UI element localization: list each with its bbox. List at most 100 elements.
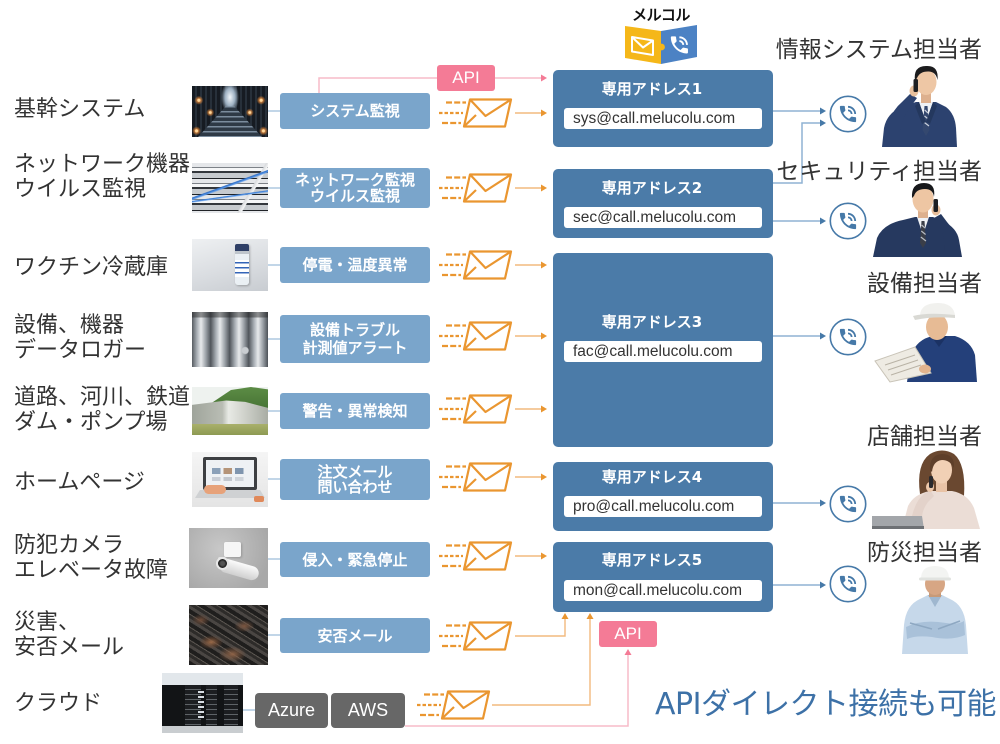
- arrowhead: [820, 499, 826, 507]
- envelope-speed-icon: [437, 247, 513, 281]
- category-label: 安否メール: [317, 626, 393, 645]
- logo-phone-glyph: [670, 36, 688, 54]
- logo-mail-panel: [625, 26, 661, 64]
- arrowhead: [541, 332, 547, 340]
- api-link: [405, 655, 629, 727]
- address-to-phone-links: [773, 107, 826, 589]
- businesswoman-on-phone-photo: [872, 450, 980, 529]
- source-label-security-camera: 防犯カメラ エレベータ故障: [14, 528, 194, 588]
- clipboard-lines: [884, 354, 922, 376]
- logo-envelope-body: [631, 36, 654, 56]
- api-badge-top: API: [437, 65, 495, 91]
- envelope-speed-icon: [437, 318, 513, 352]
- rack-lights: [197, 691, 205, 720]
- source-label-line: ウイルス監視: [14, 177, 147, 202]
- api-direct-connection-note: APIダイレクト接続も可能: [655, 687, 996, 722]
- source-label-line: データロガー: [14, 338, 147, 363]
- api-link: [318, 77, 437, 93]
- source-label-disaster: 災害、 安否メール: [14, 605, 194, 665]
- envelope-speed-icon: [437, 95, 513, 129]
- mail-phone-logo-icon: [625, 25, 697, 64]
- arrowhead: [820, 217, 826, 225]
- mobile-phone: [929, 476, 933, 488]
- vaccine-vial-photo: [192, 239, 268, 291]
- envelope-speed-icon: [437, 170, 513, 204]
- hardhat-brim: [919, 577, 951, 581]
- arrowhead: [541, 74, 547, 82]
- category-label: 停電・温度異常: [302, 256, 408, 274]
- arrowhead: [541, 109, 547, 117]
- security-camera-photo: [189, 528, 268, 588]
- server-room-photo: [192, 86, 268, 137]
- source-label-cloud: クラウド: [14, 673, 194, 733]
- logo-phone-panel: [661, 25, 697, 64]
- dedicated-address-box-2: 専用アドレス2 sec@call.melucolu.com: [553, 169, 773, 238]
- corridor-floor: [198, 106, 262, 137]
- category-label: 計測値アラート: [302, 339, 408, 357]
- arrowhead: [820, 332, 826, 340]
- laptop-display: [206, 460, 254, 487]
- arm-folds: [909, 620, 961, 630]
- source-label-line: エレベータ故障: [14, 558, 169, 583]
- dedicated-address-box-3: 専用アドレス3 fac@call.melucolu.com: [553, 253, 773, 447]
- lapel: [926, 102, 937, 124]
- arrowhead: [820, 119, 826, 127]
- tie: [922, 106, 930, 136]
- envelope-speed-icon: [437, 459, 513, 493]
- source-label-line: 安否メール: [14, 635, 125, 660]
- call-link: [773, 122, 821, 184]
- phone-call-icon: [829, 202, 867, 240]
- category-box-network-monitoring: ネットワーク監視 ウイルス監視: [280, 168, 430, 208]
- phone-glyph: [830, 96, 865, 131]
- api-badge-bottom: API: [599, 621, 657, 647]
- source-label-line: クラウド: [14, 690, 103, 716]
- arrowhead: [541, 261, 547, 269]
- dedicated-address-box-1: 専用アドレス1 sys@call.melucolu.com: [553, 70, 773, 147]
- data-center-photo: [162, 673, 243, 733]
- address-email: mon@call.melucolu.com: [564, 580, 762, 601]
- source-label-line: 設備、機器: [14, 313, 125, 338]
- face: [915, 69, 937, 95]
- phone-glyph: [830, 203, 865, 238]
- category-box-intrusion-stop: 侵入・緊急停止: [280, 542, 430, 577]
- hardhat: [921, 566, 949, 579]
- source-label-line: ダム・ポンプ場: [14, 410, 168, 435]
- address-title: 専用アドレス2: [601, 179, 703, 197]
- server-rack: [223, 685, 239, 726]
- hardhat-worker-photo: [902, 566, 968, 654]
- vial-label: [235, 260, 249, 277]
- forearm: [929, 355, 949, 375]
- address-email: fac@call.melucolu.com: [564, 341, 762, 362]
- arrowhead: [561, 613, 569, 619]
- disaster-rubble-photo: [189, 605, 268, 665]
- raised-arm: [934, 214, 957, 250]
- category-label: 問い合わせ: [317, 477, 393, 496]
- mobile-phone: [933, 199, 938, 212]
- address-email: sys@call.melucolu.com: [564, 108, 762, 129]
- source-label-line: ホームページ: [14, 469, 145, 495]
- arrowhead: [820, 107, 826, 115]
- camera-mount: [224, 542, 241, 557]
- source-label-core-system: 基幹システム: [14, 79, 194, 139]
- address-title: 専用アドレス4: [601, 468, 703, 486]
- arrowhead: [586, 613, 594, 619]
- desk-mug: [254, 496, 264, 502]
- source-label-vaccine-fridge: ワクチン冷蔵庫: [14, 237, 194, 297]
- hair: [914, 65, 938, 81]
- recipient-label-it: 情報システム担当者: [775, 37, 982, 63]
- hair: [911, 183, 935, 198]
- lapel: [915, 102, 926, 124]
- logo-text: メルコル: [632, 6, 690, 24]
- face: [931, 456, 952, 484]
- businessman-on-phone-photo: [873, 183, 962, 257]
- category-box-power-temperature: 停電・温度異常: [280, 247, 430, 283]
- laptop: [872, 516, 924, 529]
- address-title: 専用アドレス5: [601, 551, 703, 569]
- source-label-homepage: ホームページ: [14, 452, 194, 512]
- envelope-speed-icon: [437, 391, 513, 425]
- laptop-photo: [192, 452, 268, 507]
- arrowhead: [541, 184, 547, 192]
- logo-envelope-flap: [631, 36, 654, 49]
